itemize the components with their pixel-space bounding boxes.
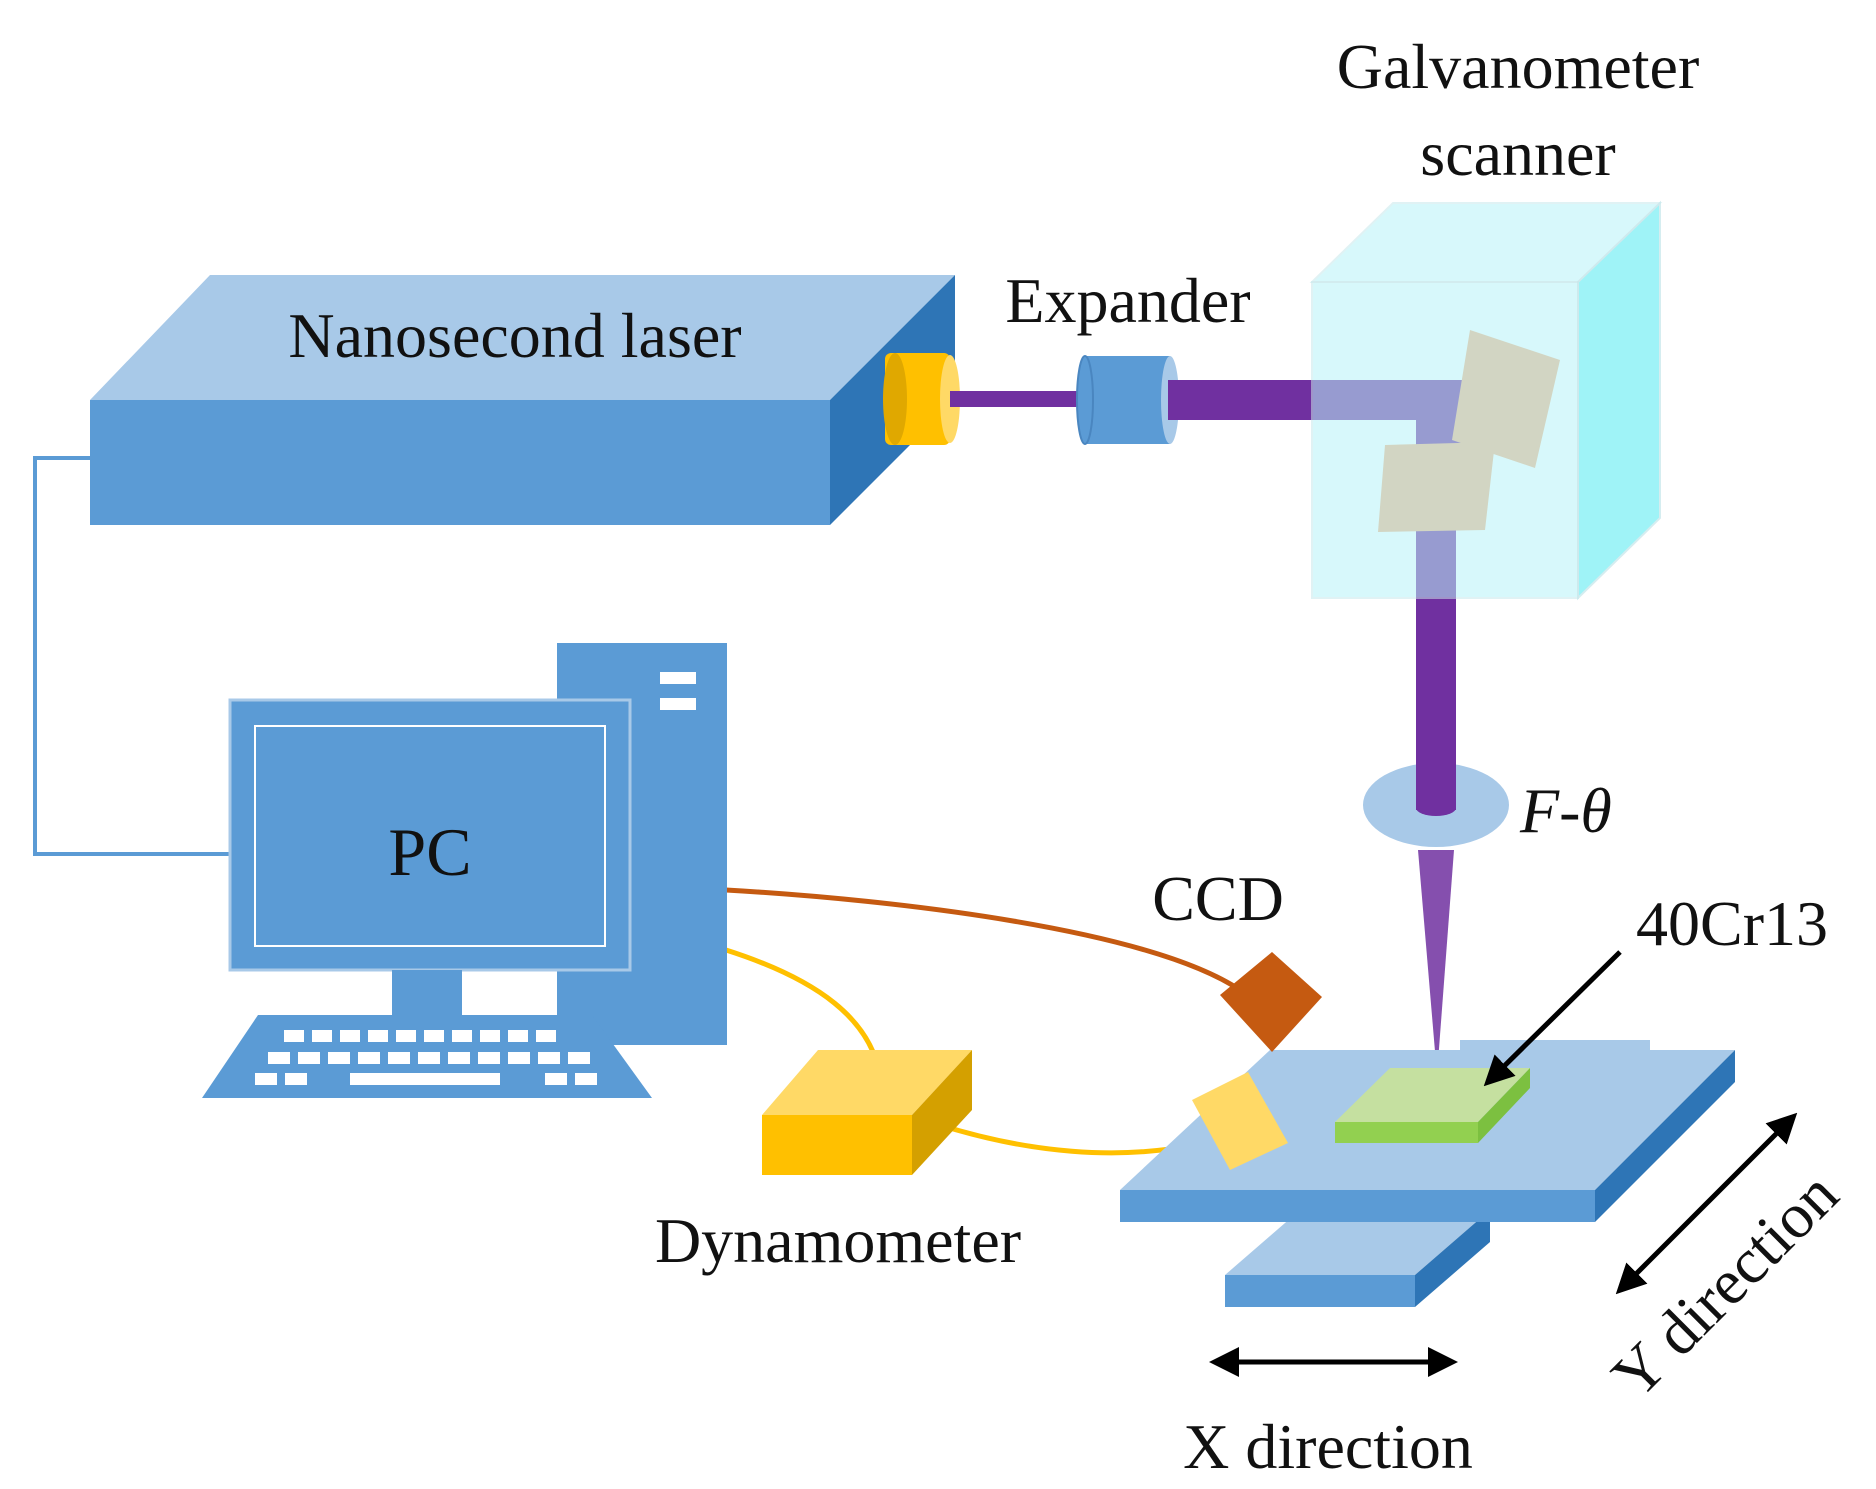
nanosecond-laser xyxy=(90,275,955,525)
beam-lens-end xyxy=(1416,800,1456,816)
pc-keyboard xyxy=(202,1015,652,1098)
laser-output-port xyxy=(883,353,960,445)
tower-slot-1 xyxy=(660,672,696,684)
focused-beam xyxy=(1418,850,1454,1075)
sample-label: 40Cr13 xyxy=(1636,888,1828,959)
ccd-label: CCD xyxy=(1152,863,1284,934)
tower-slot-2 xyxy=(660,698,696,710)
expander-label: Expander xyxy=(1005,265,1250,336)
laser-beam-thin xyxy=(950,391,1080,407)
dynamometer-label: Dynamometer xyxy=(655,1205,1021,1276)
galvanometer-scanner xyxy=(1309,200,1663,601)
x-direction-label: X direction xyxy=(1183,1411,1473,1482)
laser-pc-cable xyxy=(33,456,230,856)
force-sensor xyxy=(1192,1072,1288,1170)
sample-40cr13 xyxy=(1335,1068,1530,1143)
laser-label: Nanosecond laser xyxy=(288,300,741,371)
galvo-label-line2: scanner xyxy=(1420,118,1615,189)
beam-expander xyxy=(1076,355,1179,445)
pc-monitor xyxy=(228,698,632,1015)
y-slide xyxy=(1225,1210,1490,1307)
f-theta-label: F-θ xyxy=(1519,775,1612,846)
pc-label: PC xyxy=(388,814,471,890)
y-direction-arrow xyxy=(1615,1112,1798,1295)
ccd-camera xyxy=(1220,952,1322,1052)
sample-pointer-arrow xyxy=(1483,950,1622,1087)
y-direction-label: Y direction xyxy=(1598,1158,1851,1411)
ccd-cable xyxy=(725,887,1242,993)
galvo-label-line1: Galvanometer xyxy=(1337,31,1700,102)
dynamometer xyxy=(762,1050,972,1175)
